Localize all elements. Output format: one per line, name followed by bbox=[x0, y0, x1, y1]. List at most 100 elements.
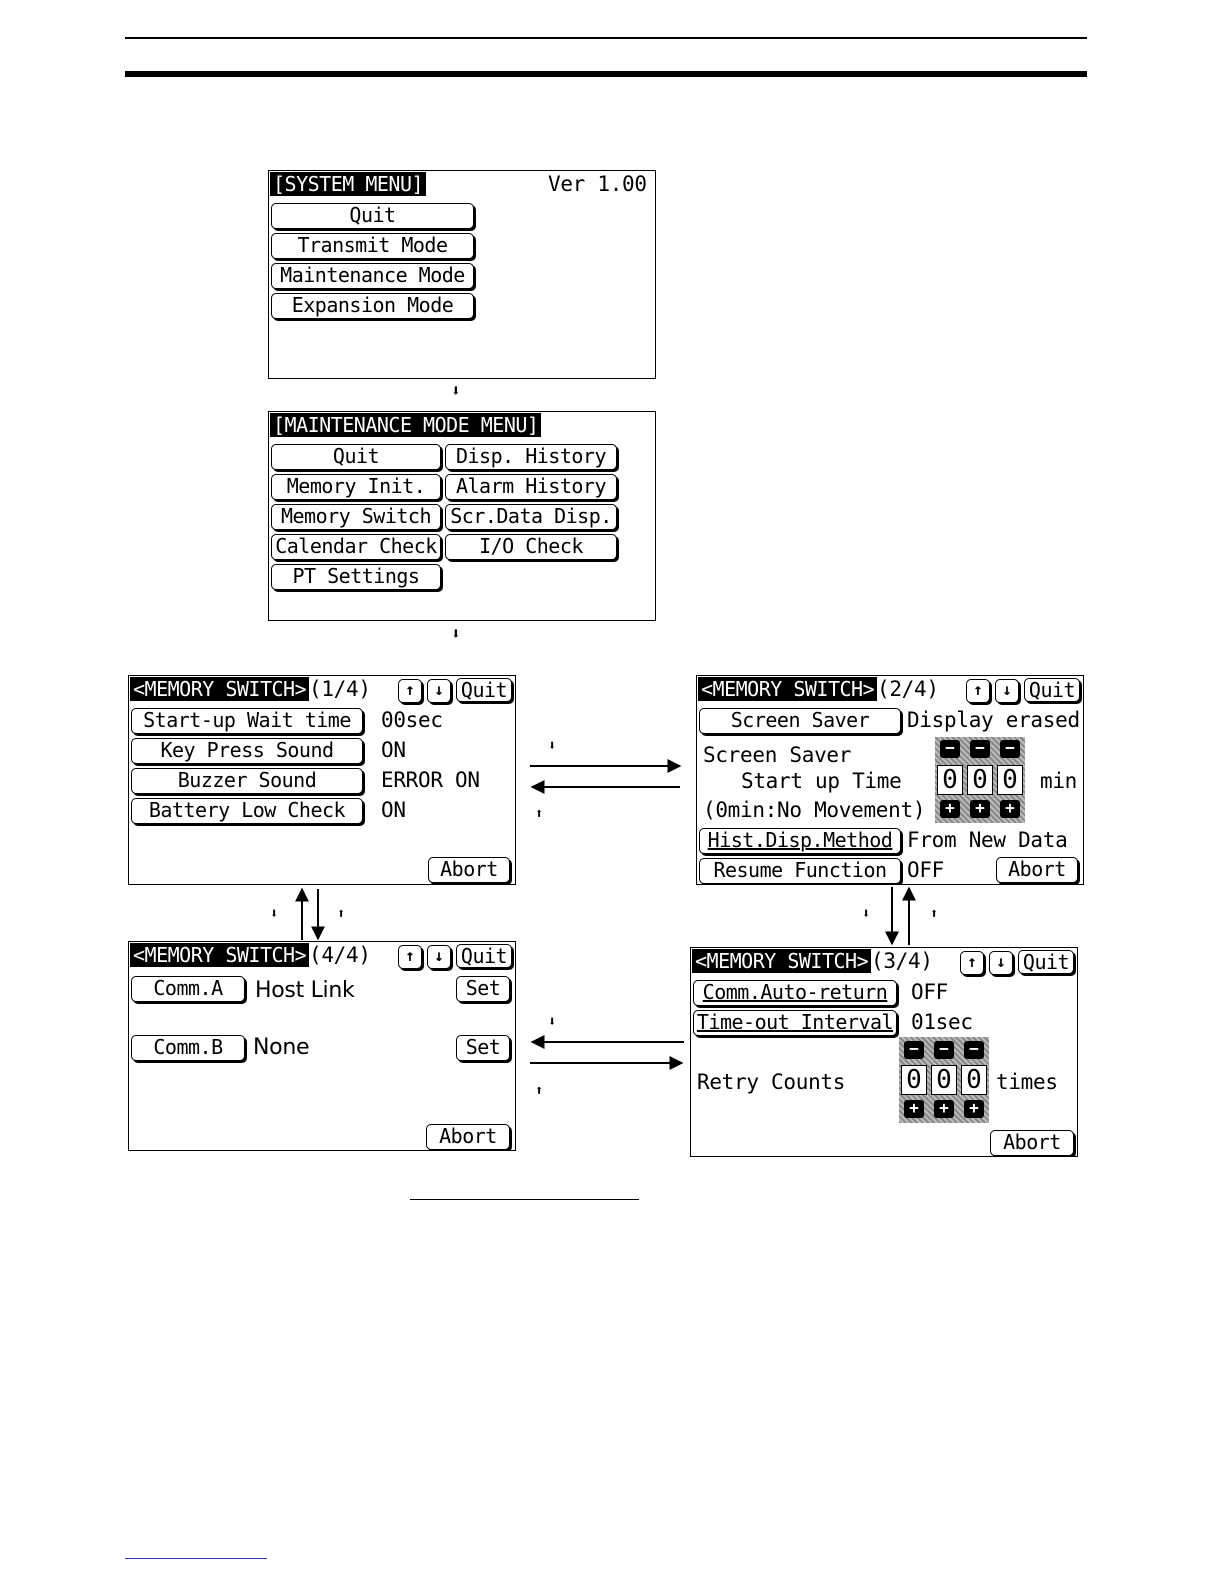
ms1-page: (1/4) bbox=[309, 677, 371, 701]
flow-down-marker: ⬇ bbox=[548, 738, 557, 754]
ms4-quit-button[interactable]: Quit bbox=[456, 944, 512, 968]
battery-low-check-button[interactable]: Battery Low Check bbox=[131, 798, 363, 824]
startup-wait-time-value: 00sec bbox=[381, 708, 443, 732]
retry-counts-unit: times bbox=[996, 1070, 1058, 1094]
memory-switch-3-screen: <MEMORY SWITCH> (3/4) ↑ ↓ Quit Comm.Auto… bbox=[690, 947, 1078, 1157]
startup-time-digit-2: 0 bbox=[967, 765, 993, 795]
resume-function-button[interactable]: Resume Function bbox=[699, 858, 901, 884]
comm-b-set-button[interactable]: Set bbox=[456, 1035, 510, 1061]
hist-disp-method-button[interactable]: Hist.Disp.Method bbox=[699, 828, 901, 854]
maintenance-menu-title: [MAINTENANCE MODE MENU] bbox=[270, 413, 542, 437]
flow-down-marker: ⬇ bbox=[451, 381, 461, 400]
alarm-history-button[interactable]: Alarm History bbox=[445, 474, 617, 500]
comm-a-set-button[interactable]: Set bbox=[456, 976, 510, 1002]
digit-1-minus-button[interactable]: − bbox=[940, 740, 960, 758]
flow-down-marker: ⬇ bbox=[548, 1014, 557, 1030]
retry-digit-1-minus-button[interactable]: − bbox=[904, 1041, 924, 1059]
comm-b-button[interactable]: Comm.B bbox=[131, 1035, 245, 1061]
digit-1-plus-button[interactable]: + bbox=[940, 800, 960, 818]
maint-quit-button[interactable]: Quit bbox=[271, 444, 441, 470]
flow-up-marker: ⬆ bbox=[930, 906, 939, 922]
key-press-sound-button[interactable]: Key Press Sound bbox=[131, 738, 363, 764]
digit-3-plus-button[interactable]: + bbox=[1000, 800, 1020, 818]
key-press-sound-value: ON bbox=[381, 738, 406, 762]
retry-digit-2-minus-button[interactable]: − bbox=[934, 1041, 954, 1059]
ms4-abort-button[interactable]: Abort bbox=[426, 1124, 510, 1150]
calendar-check-button[interactable]: Calendar Check bbox=[271, 534, 441, 560]
ms1-down-button[interactable]: ↓ bbox=[427, 679, 451, 703]
version-label: Ver 1.00 bbox=[548, 172, 647, 196]
ms4-title: <MEMORY SWITCH> bbox=[130, 943, 310, 967]
timeout-interval-button[interactable]: Time-out Interval bbox=[693, 1010, 897, 1036]
disp-history-button[interactable]: Disp. History bbox=[445, 444, 617, 470]
retry-digit-3-plus-button[interactable]: + bbox=[964, 1100, 984, 1118]
flow-down-marker: ⬇ bbox=[451, 624, 461, 643]
ms2-title: <MEMORY SWITCH> bbox=[698, 677, 878, 701]
comm-auto-return-label: Comm.Auto-return bbox=[702, 980, 888, 1004]
ms2-up-button[interactable]: ↑ bbox=[966, 679, 990, 703]
startup-time-digit-1: 0 bbox=[937, 765, 963, 795]
ms3-down-button[interactable]: ↓ bbox=[989, 951, 1013, 975]
expansion-mode-button[interactable]: Expansion Mode bbox=[271, 293, 474, 319]
flow-down-marker: ⬇ bbox=[862, 906, 871, 922]
ms4-down-button[interactable]: ↓ bbox=[427, 945, 451, 969]
transmit-mode-button[interactable]: Transmit Mode bbox=[271, 233, 474, 259]
memory-switch-4-screen: <MEMORY SWITCH> (4/4) ↑ ↓ Quit Comm.A Ho… bbox=[128, 941, 516, 1151]
flow-up-marker: ⬆ bbox=[535, 1083, 544, 1099]
system-menu-screen: [SYSTEM MENU] Ver 1.00 Quit Transmit Mod… bbox=[268, 170, 656, 379]
retry-digit-1: 0 bbox=[901, 1065, 927, 1095]
buzzer-sound-button[interactable]: Buzzer Sound bbox=[131, 768, 363, 794]
ms1-quit-button[interactable]: Quit bbox=[456, 678, 512, 702]
retry-digit-1-plus-button[interactable]: + bbox=[904, 1100, 924, 1118]
ms1-title: <MEMORY SWITCH> bbox=[130, 677, 310, 701]
retry-digit-3-minus-button[interactable]: − bbox=[964, 1041, 984, 1059]
retry-digit-2-plus-button[interactable]: + bbox=[934, 1100, 954, 1118]
digit-3-minus-button[interactable]: − bbox=[1000, 740, 1020, 758]
ms1-abort-button[interactable]: Abort bbox=[428, 857, 510, 883]
comm-auto-return-value: OFF bbox=[911, 980, 949, 1004]
ms2-abort-button[interactable]: Abort bbox=[996, 857, 1078, 883]
hist-disp-method-label: Hist.Disp.Method bbox=[707, 828, 893, 852]
retry-digit-3: 0 bbox=[961, 1065, 987, 1095]
caption-rule bbox=[410, 1199, 639, 1200]
pt-settings-button[interactable]: PT Settings bbox=[271, 564, 441, 590]
digit-2-plus-button[interactable]: + bbox=[970, 800, 990, 818]
flow-up-marker: ⬆ bbox=[535, 806, 544, 822]
comm-a-button[interactable]: Comm.A bbox=[131, 976, 245, 1002]
startup-wait-time-button[interactable]: Start-up Wait time bbox=[131, 708, 363, 734]
top-thin-rule bbox=[125, 37, 1087, 39]
system-menu-title: [SYSTEM MENU] bbox=[270, 172, 427, 196]
ms3-abort-button[interactable]: Abort bbox=[990, 1130, 1074, 1156]
top-thick-rule bbox=[125, 71, 1087, 77]
timeout-interval-value: 01sec bbox=[911, 1010, 973, 1034]
ms3-up-button[interactable]: ↑ bbox=[960, 951, 984, 975]
memory-switch-2-screen: <MEMORY SWITCH> (2/4) ↑ ↓ Quit Screen Sa… bbox=[696, 675, 1084, 885]
scr-data-disp-button[interactable]: Scr.Data Disp. bbox=[445, 504, 617, 530]
retry-digit-2: 0 bbox=[931, 1065, 957, 1095]
memory-init-button[interactable]: Memory Init. bbox=[271, 474, 441, 500]
ms2-down-button[interactable]: ↓ bbox=[995, 679, 1019, 703]
digit-2-minus-button[interactable]: − bbox=[970, 740, 990, 758]
memory-switch-1-screen: <MEMORY SWITCH> (1/4) ↑ ↓ Quit Start-up … bbox=[128, 675, 516, 885]
ms2-quit-button[interactable]: Quit bbox=[1024, 678, 1080, 702]
battery-low-check-value: ON bbox=[381, 798, 406, 822]
comm-auto-return-button[interactable]: Comm.Auto-return bbox=[693, 980, 897, 1006]
maintenance-mode-button[interactable]: Maintenance Mode bbox=[271, 263, 474, 289]
screen-saver-button[interactable]: Screen Saver bbox=[699, 708, 901, 734]
ms3-title: <MEMORY SWITCH> bbox=[692, 949, 872, 973]
memory-switch-button[interactable]: Memory Switch bbox=[271, 504, 441, 530]
ms3-page: (3/4) bbox=[871, 949, 933, 973]
ms1-up-button[interactable]: ↑ bbox=[398, 679, 422, 703]
buzzer-sound-value: ERROR ON bbox=[381, 768, 480, 792]
screen-saver-value: Display erased bbox=[907, 708, 1080, 732]
retry-counts-label: Retry Counts bbox=[697, 1070, 846, 1094]
io-check-button[interactable]: I/O Check bbox=[445, 534, 617, 560]
ms3-quit-button[interactable]: Quit bbox=[1018, 950, 1074, 974]
timeout-interval-label: Time-out Interval bbox=[696, 1010, 894, 1034]
hist-disp-method-value: From New Data bbox=[907, 828, 1068, 852]
startup-time-digit-3: 0 bbox=[997, 765, 1023, 795]
start-up-time-label-3: (0min:No Movement) bbox=[703, 798, 926, 822]
ms4-up-button[interactable]: ↑ bbox=[398, 945, 422, 969]
quit-button[interactable]: Quit bbox=[271, 203, 474, 229]
